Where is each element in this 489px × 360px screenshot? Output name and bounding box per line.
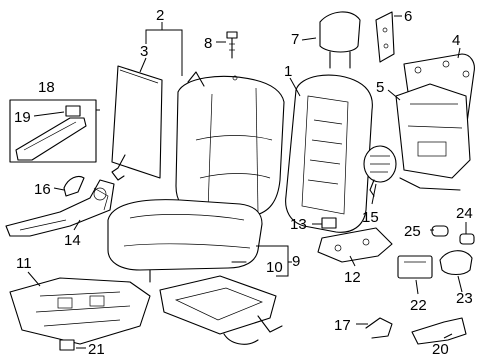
callout-16: 16 [34, 181, 51, 198]
seatback-cover-part [175, 71, 285, 217]
small-cover-part [63, 175, 85, 197]
callout-9: 9 [292, 253, 300, 270]
callout-18: 18 [38, 79, 55, 96]
callout-1: 1 [284, 63, 292, 80]
callout-21: 21 [88, 341, 105, 358]
callout-5: 5 [376, 79, 384, 96]
seatback-panel-part [111, 65, 163, 181]
callout-11: 11 [16, 255, 32, 272]
callout-17: 17 [334, 317, 351, 334]
trim-cover-part [15, 105, 87, 161]
seat-frame-part [159, 275, 283, 345]
callout-24: 24 [456, 205, 473, 222]
lumbar-support-part [363, 145, 397, 197]
callout-22: 22 [410, 297, 427, 314]
callout-12: 12 [344, 269, 361, 286]
callout-13: 13 [290, 216, 307, 233]
callout-20: 20 [432, 341, 449, 358]
callout-14: 14 [64, 232, 81, 249]
detail-box [9, 99, 97, 163]
callout-2: 2 [156, 7, 164, 24]
seat-cushion-part [107, 199, 263, 283]
callout-23: 23 [456, 290, 473, 307]
callout-10: 10 [266, 259, 283, 276]
callout-19: 19 [14, 109, 31, 126]
harness-bracket-part [365, 317, 467, 345]
headrest-part [319, 11, 361, 69]
callout-8: 8 [204, 35, 212, 52]
lower-bracket-part [317, 217, 393, 263]
callout-3: 3 [140, 43, 148, 60]
callout-6: 6 [404, 8, 412, 25]
leader-lines [27, 15, 467, 349]
side-cover-part [375, 11, 395, 63]
callout-4: 4 [452, 32, 460, 49]
callout-15: 15 [362, 209, 379, 226]
control-unit-part [397, 255, 433, 279]
callout-25: 25 [404, 223, 421, 240]
switch-knob-part [431, 225, 475, 276]
side-shield-part [5, 179, 115, 237]
seatback-frame-part [285, 74, 373, 233]
bolt-part [226, 31, 238, 59]
seatback-rear-frame-part [395, 83, 471, 191]
callout-7: 7 [291, 31, 299, 48]
seat-pad-part [9, 277, 151, 351]
